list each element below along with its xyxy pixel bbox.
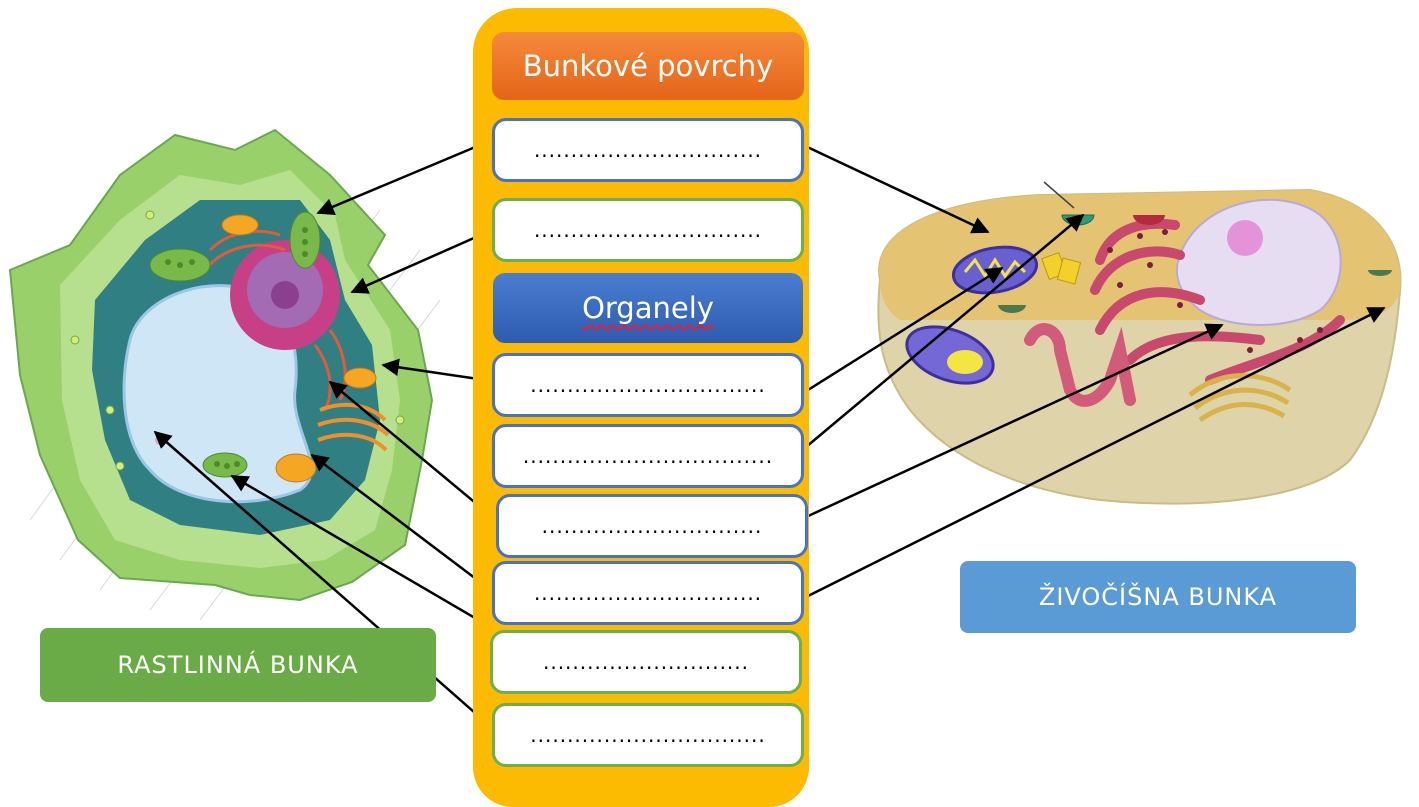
cell-surfaces-header: Bunkové povrchy xyxy=(492,32,804,100)
answer-blank-2[interactable]: ............................... xyxy=(492,198,804,262)
answer-blank-6[interactable]: ............................... xyxy=(492,561,804,625)
plant-cell-label: RASTLINNÁ BUNKA xyxy=(40,628,436,702)
answer-blank-8[interactable]: ................................ xyxy=(492,703,804,767)
plant-mitochondrion xyxy=(221,214,259,236)
plant-cell-illustration xyxy=(8,128,441,621)
animal-cell-label: ŽIVOČÍŠNA BUNKA xyxy=(960,561,1356,633)
answer-blank-3[interactable]: ................................ xyxy=(492,353,804,417)
animal-cell-illustration xyxy=(877,181,1402,505)
animal-nucleus xyxy=(1175,198,1342,326)
connector-arrows xyxy=(153,138,1386,749)
answer-blank-1[interactable]: ............................... xyxy=(492,118,804,182)
organelles-title: Organely xyxy=(582,291,714,325)
organelles-header: Organely xyxy=(493,273,803,343)
answer-blank-4[interactable]: .................................. xyxy=(492,424,804,488)
answer-blank-5[interactable]: .............................. xyxy=(496,494,808,558)
answer-blank-7[interactable]: ............................ xyxy=(490,630,802,694)
